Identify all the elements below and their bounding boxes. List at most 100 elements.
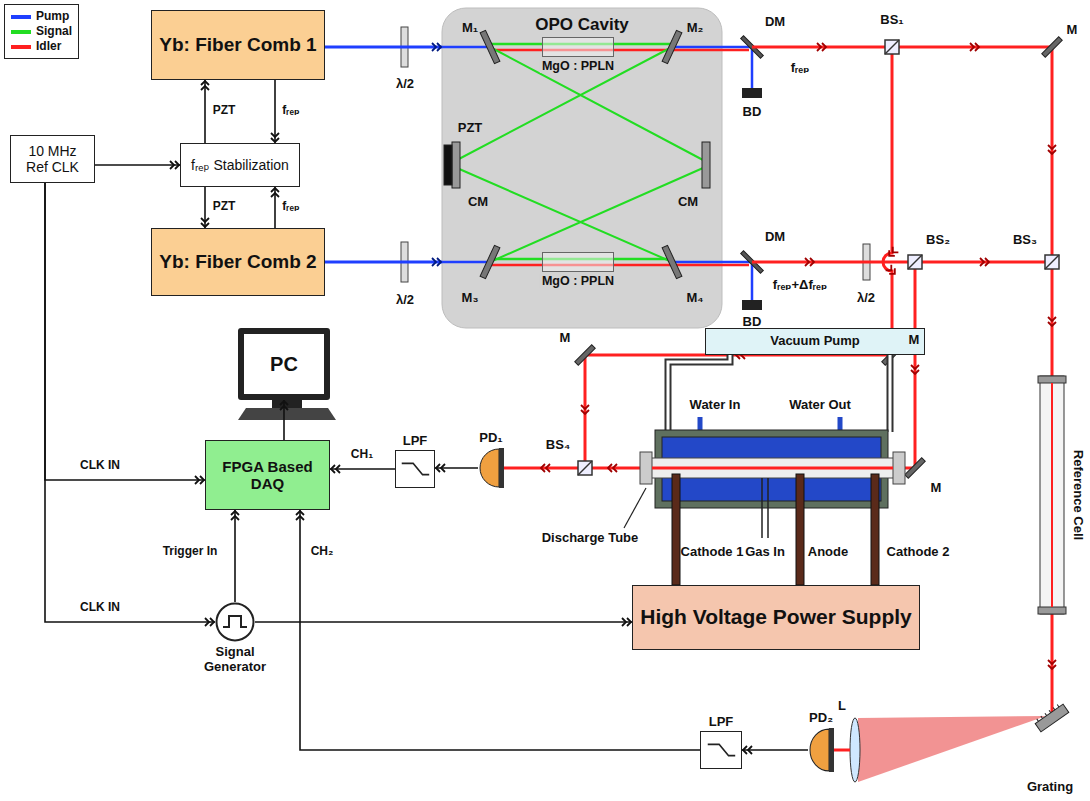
signal-wire [274,80,276,143]
reference-cell [1040,376,1064,614]
clock-box: 10 MHz Ref CLK [10,135,95,183]
beam-splitter [908,255,922,269]
grating-spectrometer [1033,702,1068,732]
beam-splitter [578,461,592,475]
steering-mirror [575,37,1063,479]
idler-beam [1051,47,1054,262]
discharge-cell [640,452,652,484]
cavity-mirror [662,30,682,63]
node-text: FPGA Based DAQ [213,458,322,493]
beam-splitter [1045,255,1059,269]
node-text: PC [270,353,298,376]
legend-swatch [11,30,31,34]
filter-box: LPF [395,450,435,488]
connector-label: CLK IN [78,601,122,614]
part-label: fᵣₑₚ+Δfᵣₑₚ [771,278,829,292]
legend-swatch [11,15,31,19]
signal-wire [330,468,395,470]
part-label: Water Out [787,398,853,412]
connector-label: PZT [211,200,238,213]
part-label: Cathode 2 [885,545,952,559]
steering-mirror [905,458,926,479]
discharge-cell [893,452,905,484]
node-text: Yb: Fiber Comb 2 [159,251,316,273]
part-label: Cathode 1 [679,545,746,559]
beam-splitter [1045,255,1059,269]
part-label: M₄ [684,291,705,305]
idler-beam [1051,614,1054,712]
reference-cell [1038,376,1066,383]
signal-wire [274,187,276,228]
node-text: PD₁ [479,431,502,446]
node-text: MgO : PPLN [540,274,616,288]
signal-generator: Signal Generator [215,602,255,642]
legend-row: Pump [11,9,72,24]
cavity-mirror [480,245,500,278]
connector-label: CLK IN [78,459,122,472]
steering-mirror [575,345,596,366]
grating-spectrometer [834,702,1069,782]
idler-beam [914,262,917,468]
pump-beam [325,46,442,49]
part-label: Discharge Tube [540,531,641,545]
node-text: Vacuum Pump [770,334,860,349]
discharge-cell [650,458,895,478]
part-label: BS₁ [878,13,905,27]
pc-stand [272,400,302,408]
cavity-region: MgO : PPLNMgO : PPLNOPO Cavity [442,8,722,328]
node-text: PD₂ [809,711,833,726]
part-label: BS₃ [1011,233,1039,247]
part-label: Reference Cell [1071,448,1085,542]
signal-wire [283,400,285,440]
part-label: Anode [806,545,850,559]
signal-wire [255,621,632,623]
part-label: M₂ [685,21,706,35]
beam-splitter [908,255,922,269]
node-text: 10 MHz Ref CLK [16,143,89,175]
connector-label: Trigger In [161,545,220,558]
idler-beam [1051,262,1054,376]
part-label: PZT [456,121,485,135]
discharge-cell [796,474,804,585]
part-label: L [836,699,848,713]
part-label: M₃ [460,291,481,305]
cavity-mirror [480,30,500,63]
node-text: LPF [403,434,428,449]
legend-row: Signal [11,24,72,39]
node-text: LPF [709,715,734,730]
part-label: λ/2 [394,293,416,307]
generator-symbol [215,602,255,642]
idler-beam [892,46,1052,49]
connector-label: fᵣₑₚ [280,200,301,213]
grating-spectrometer [850,718,860,782]
part-label: fᵣₑₚ [789,61,812,75]
idler-beam [504,47,1052,712]
lowpass-symbol [396,451,434,487]
part-label: Gas In [743,545,787,559]
signal-wire [435,467,478,469]
beam-splitter [578,40,1059,475]
beam-splitter [885,40,899,54]
photodetector-symbol [478,448,504,488]
photodetector-symbol [808,728,834,772]
idler-beam [915,261,1052,264]
connector-label: CH₁ [349,448,375,461]
node-text: High Voltage Power Supply [640,605,911,629]
part-label: λ/2 [394,77,416,91]
part-label: λ/2 [855,291,877,305]
power-supply: High Voltage Power Supply [632,585,920,650]
discharge-cell [668,352,890,432]
cavity-beams [457,47,703,262]
laser-box: Yb: Fiber Comb 1 [151,10,325,80]
half-wave-plate [401,27,870,282]
legend-row: Idler [11,39,72,54]
reference-cell [1038,376,1066,614]
photodetector: PD₂ [808,728,834,772]
grating-spectrometer [858,716,1046,782]
pump-beam [325,261,442,264]
filter-box: LPF [700,731,742,769]
beam-dump [742,88,762,310]
pump-box: Vacuum Pump [705,328,925,355]
